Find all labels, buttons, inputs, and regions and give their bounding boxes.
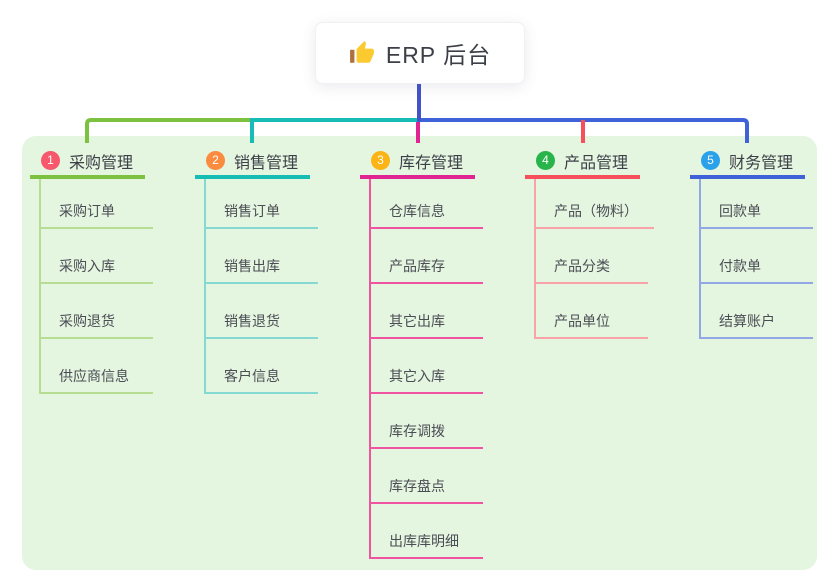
branch-3-child-2-label: 产品库存: [371, 256, 483, 284]
branch-1-child-2[interactable]: 采购入库: [41, 229, 153, 284]
branch-2-child-4[interactable]: 客户信息: [206, 339, 318, 394]
branch-5-child-3-label: 结算账户: [701, 311, 813, 339]
branch-1-child-1[interactable]: 采购订单: [41, 179, 153, 229]
branch-3-child-6-label: 库存盘点: [371, 476, 483, 504]
branch-1-child-3[interactable]: 采购退货: [41, 284, 153, 339]
branch-3-children: 仓库信息产品库存其它出库其它入库库存调拨库存盘点出库库明细: [369, 179, 483, 559]
branch-5-child-1[interactable]: 回款单: [701, 179, 813, 229]
branch-1-child-4[interactable]: 供应商信息: [41, 339, 153, 394]
branch-1-child-2-label: 采购入库: [41, 256, 153, 284]
branch-4-child-1[interactable]: 产品（物料）: [536, 179, 654, 229]
branch-5-child-3[interactable]: 结算账户: [701, 284, 813, 339]
branch-3-child-4-label: 其它入库: [371, 366, 483, 394]
branch-1-child-4-label: 供应商信息: [41, 366, 153, 394]
branch-1-children: 采购订单采购入库采购退货供应商信息: [39, 179, 153, 394]
branch-3-child-7-label: 出库库明细: [371, 531, 483, 559]
branch-3-child-7[interactable]: 出库库明细: [371, 504, 483, 559]
branch-4-header[interactable]: 4 产品管理: [525, 146, 640, 179]
branch-2-number-badge: 2: [206, 151, 225, 170]
branch-2-header[interactable]: 2 销售管理: [195, 146, 310, 179]
branch-2-children: 销售订单销售出库销售退货客户信息: [204, 179, 318, 394]
branch-2-child-1-label: 销售订单: [206, 201, 318, 229]
branch-2-child-3-label: 销售退货: [206, 311, 318, 339]
branch-4-children: 产品（物料） 产品分类产品单位: [534, 179, 654, 339]
branch-2-child-2-label: 销售出库: [206, 256, 318, 284]
branch-2-child-2[interactable]: 销售出库: [206, 229, 318, 284]
branch-1-number-badge: 1: [41, 151, 60, 170]
branch-3-header[interactable]: 3 库存管理: [360, 146, 475, 179]
branch-5-title: 财务管理: [729, 154, 794, 172]
branch-5-number-badge: 5: [701, 151, 720, 170]
branch-3-child-1-label: 仓库信息: [371, 201, 483, 229]
branch-4-number-badge: 4: [536, 151, 555, 170]
branch-5-child-1-label: 回款单: [701, 201, 813, 229]
branch-4-child-2[interactable]: 产品分类: [536, 229, 654, 284]
branch-3-child-4[interactable]: 其它入库: [371, 339, 483, 394]
branch-5-children: 回款单付款单结算账户: [699, 179, 813, 339]
branch-5-child-2[interactable]: 付款单: [701, 229, 813, 284]
branch-2-child-3[interactable]: 销售退货: [206, 284, 318, 339]
branches-panel: [22, 136, 817, 570]
branch-2-child-4-label: 客户信息: [206, 366, 318, 394]
branch-2-child-1[interactable]: 销售订单: [206, 179, 318, 229]
branch-3-child-5[interactable]: 库存调拨: [371, 394, 483, 449]
branch-3-number-badge: 3: [371, 151, 390, 170]
branch-3-child-3[interactable]: 其它出库: [371, 284, 483, 339]
branch-4-child-3[interactable]: 产品单位: [536, 284, 654, 339]
branch-3-title: 库存管理: [399, 154, 464, 172]
branch-1-header[interactable]: 1 采购管理: [30, 146, 145, 179]
branch-1-child-1-label: 采购订单: [41, 201, 153, 229]
branch-1-title: 采购管理: [69, 154, 134, 172]
branch-2-title: 销售管理: [234, 154, 299, 172]
branch-3-child-3-label: 其它出库: [371, 311, 483, 339]
root-node-label: ERP 后台: [385, 42, 492, 68]
branch-4-child-1-label: 产品（物料）: [536, 201, 654, 229]
branch-3-child-2[interactable]: 产品库存: [371, 229, 483, 284]
branch-1-child-3-label: 采购退货: [41, 311, 153, 339]
branch-4-child-2-label: 产品分类: [536, 256, 648, 284]
branch-3-child-5-label: 库存调拨: [371, 421, 483, 449]
thumbs-up-icon: [349, 41, 374, 63]
branch-3-child-1[interactable]: 仓库信息: [371, 179, 483, 229]
branch-5-child-2-label: 付款单: [701, 256, 813, 284]
branch-3-child-6[interactable]: 库存盘点: [371, 449, 483, 504]
branch-4-child-3-label: 产品单位: [536, 311, 648, 339]
root-node[interactable]: ERP 后台: [315, 22, 525, 84]
branch-4-title: 产品管理: [564, 154, 629, 172]
branch-5-header[interactable]: 5 财务管理: [690, 146, 805, 179]
